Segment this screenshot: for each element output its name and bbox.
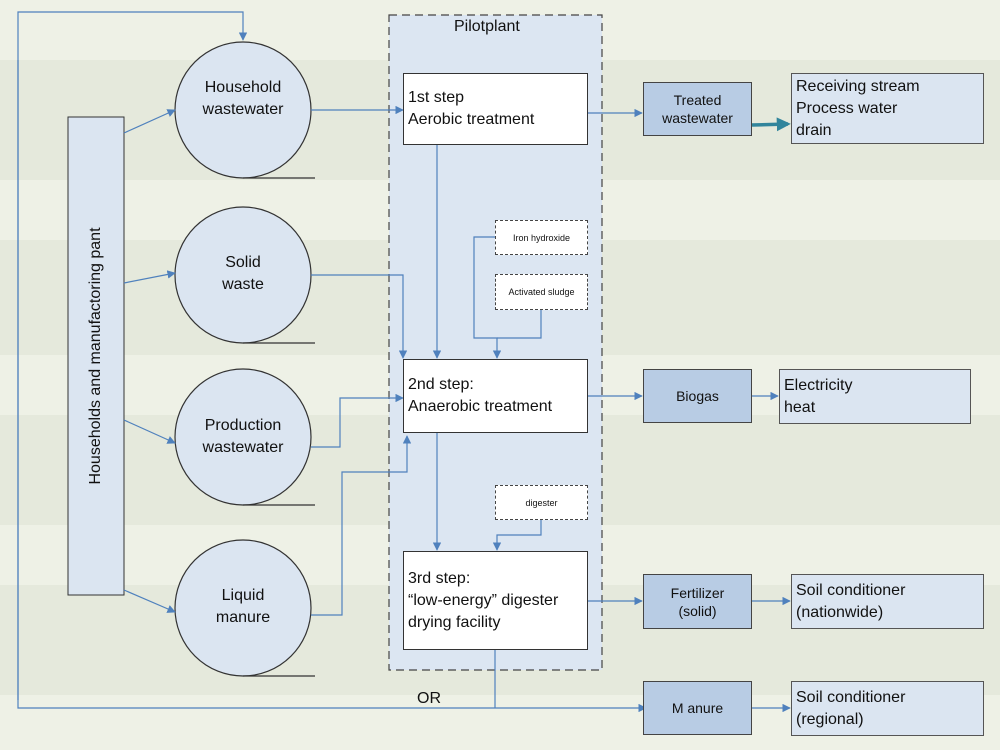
arrow-block-to-manure — [123, 589, 176, 613]
label-line: (solid) — [678, 602, 717, 619]
use-electricity-heat: Electricity heat — [779, 369, 971, 424]
label-line: waste — [222, 276, 264, 293]
step-3-box: 3rd step: “low-energy” digester drying f… — [403, 551, 588, 650]
source-circle-household — [174, 41, 315, 179]
label-line: drain — [796, 121, 832, 139]
label-line: Aerobic treatment — [408, 111, 535, 128]
source-label-household: Household wastewater — [173, 77, 313, 121]
product-manure: M anure — [643, 681, 752, 735]
arrow-block-to-household — [123, 109, 176, 134]
arrow-block-to-solid — [123, 270, 176, 284]
label-line: Receiving stream — [796, 77, 920, 95]
arrow-activated-sludge-to-step2 — [497, 310, 542, 339]
label-line: wastewater — [662, 110, 733, 126]
label-line: Solid — [225, 254, 261, 271]
input-iron-hydroxide: Iron hydroxide — [495, 220, 588, 255]
label-line: Electricity — [784, 376, 853, 394]
label-line: digester — [525, 497, 558, 508]
return-loop-bottom — [17, 60, 647, 713]
label-line: heat — [784, 398, 816, 416]
or-label: OR — [417, 690, 441, 707]
label-line: Process water — [796, 99, 898, 117]
label-line: Treated — [673, 92, 722, 108]
label-line: Biogas — [676, 388, 719, 404]
label-line: M anure — [671, 700, 724, 716]
product-biogas: Biogas — [643, 369, 752, 423]
input-activated-sludge: Activated sludge — [495, 274, 588, 310]
label-line: Liquid — [221, 587, 265, 604]
label-line: manure — [215, 609, 271, 626]
source-block-label: Households and manufactoring pant — [87, 227, 104, 485]
label-line: Activated sludge — [508, 287, 575, 297]
label-line: Fertilizer — [670, 584, 725, 601]
input-digester: digester — [495, 485, 588, 520]
label-line: Anaerobic treatment — [408, 398, 553, 415]
label-line: Iron hydroxide — [512, 232, 571, 243]
source-label-solid: Solid waste — [173, 252, 313, 296]
label-line: (nationwide) — [796, 603, 884, 621]
use-soil-conditioner-regional: Soil conditioner (regional) — [791, 681, 984, 736]
arrow-production-to-step2 — [311, 393, 404, 448]
label-line: drying facility — [408, 613, 501, 631]
arrow-block-to-production — [123, 419, 176, 444]
pilotplant-title: Pilotplant — [454, 18, 520, 35]
arrow-solid-to-step2 — [311, 274, 408, 359]
source-label-production: Production wastewater — [173, 415, 313, 459]
label-line: Soil conditioner — [796, 581, 906, 599]
use-receiving-stream: Receiving stream Process water drain — [791, 73, 984, 144]
source-block — [67, 116, 125, 596]
label-line: 2nd step: — [408, 376, 474, 393]
use-soil-conditioner-nationwide: Soil conditioner (nationwide) — [791, 574, 984, 629]
step-1-box: 1st step Aerobic treatment — [403, 73, 588, 145]
arrow-iron-hydroxide-to-step2 — [473, 236, 502, 359]
label-line: Production — [204, 417, 282, 434]
product-fertilizer: Fertilizer (solid) — [643, 574, 752, 629]
arrow-digester-to-step3 — [492, 520, 542, 551]
label-line: wastewater — [202, 439, 284, 456]
arrow-treated-to-receiving — [751, 117, 791, 132]
label-line: (regional) — [796, 710, 864, 728]
label-line: Soil conditioner — [796, 688, 906, 706]
product-treated-wastewater: Treated wastewater — [643, 82, 752, 136]
label-line: 1st step — [408, 89, 465, 106]
label-line: 3rd step: — [408, 569, 471, 587]
step-2-box: 2nd step: Anaerobic treatment — [403, 359, 588, 433]
label-line: wastewater — [202, 101, 284, 118]
source-circle-manure — [174, 539, 315, 677]
label-line: Household — [204, 79, 282, 96]
label-line: “low-energy” digester — [408, 591, 559, 609]
arrow-manure-to-step2 — [311, 435, 412, 616]
source-label-manure: Liquid manure — [173, 585, 313, 629]
